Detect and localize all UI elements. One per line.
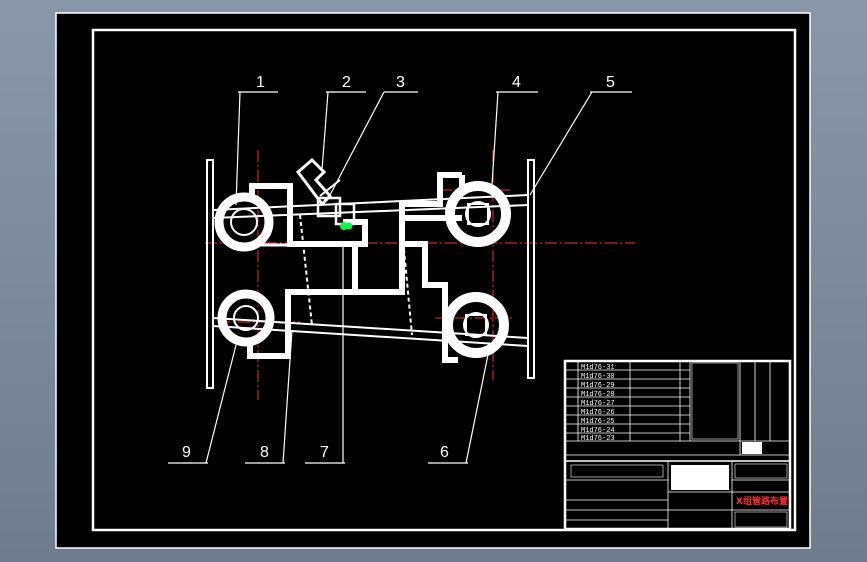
- part-code: M1d76-28: [581, 391, 615, 399]
- drawing-frame: [91, 28, 797, 532]
- label-1: 1: [256, 74, 265, 91]
- label-4: 4: [512, 74, 521, 91]
- label-5: 5: [606, 74, 615, 91]
- part-code: M1d76-26: [581, 409, 615, 417]
- drawing-title: X组管路布置: [736, 495, 788, 507]
- part-code: M1d76-23: [581, 435, 615, 443]
- brake-pipe-network: [247, 172, 465, 363]
- label-8: 8: [260, 444, 269, 461]
- leader-lines: [168, 91, 632, 464]
- part-code: M1d76-27: [581, 400, 615, 408]
- brake-chamber-front-right: [445, 181, 511, 247]
- label-3: 3: [396, 74, 405, 91]
- part-code: M1d76-25: [581, 418, 615, 426]
- brake-valve-assembly: [295, 157, 356, 230]
- part-labels: 1 2 3 4 5 6 7 8 9: [182, 74, 615, 461]
- part-code: M1d76-29: [581, 382, 615, 390]
- title-block: M1d76-31 M1d76-30 M1d76-29 M1d76-28 M1d7…: [563, 359, 792, 531]
- part-code: M1d76-31: [581, 364, 615, 372]
- label-6: 6: [440, 444, 449, 461]
- brake-chamber-front-left: [214, 192, 290, 252]
- part-code: M1d76-24: [581, 427, 615, 435]
- label-2: 2: [342, 74, 351, 91]
- label-7: 7: [320, 444, 329, 461]
- label-9: 9: [182, 444, 191, 461]
- part-code: M1d76-30: [581, 373, 615, 381]
- brake-chamber-rear-left: [217, 289, 275, 347]
- parts-list: M1d76-31 M1d76-30 M1d76-29 M1d76-28 M1d7…: [581, 364, 615, 443]
